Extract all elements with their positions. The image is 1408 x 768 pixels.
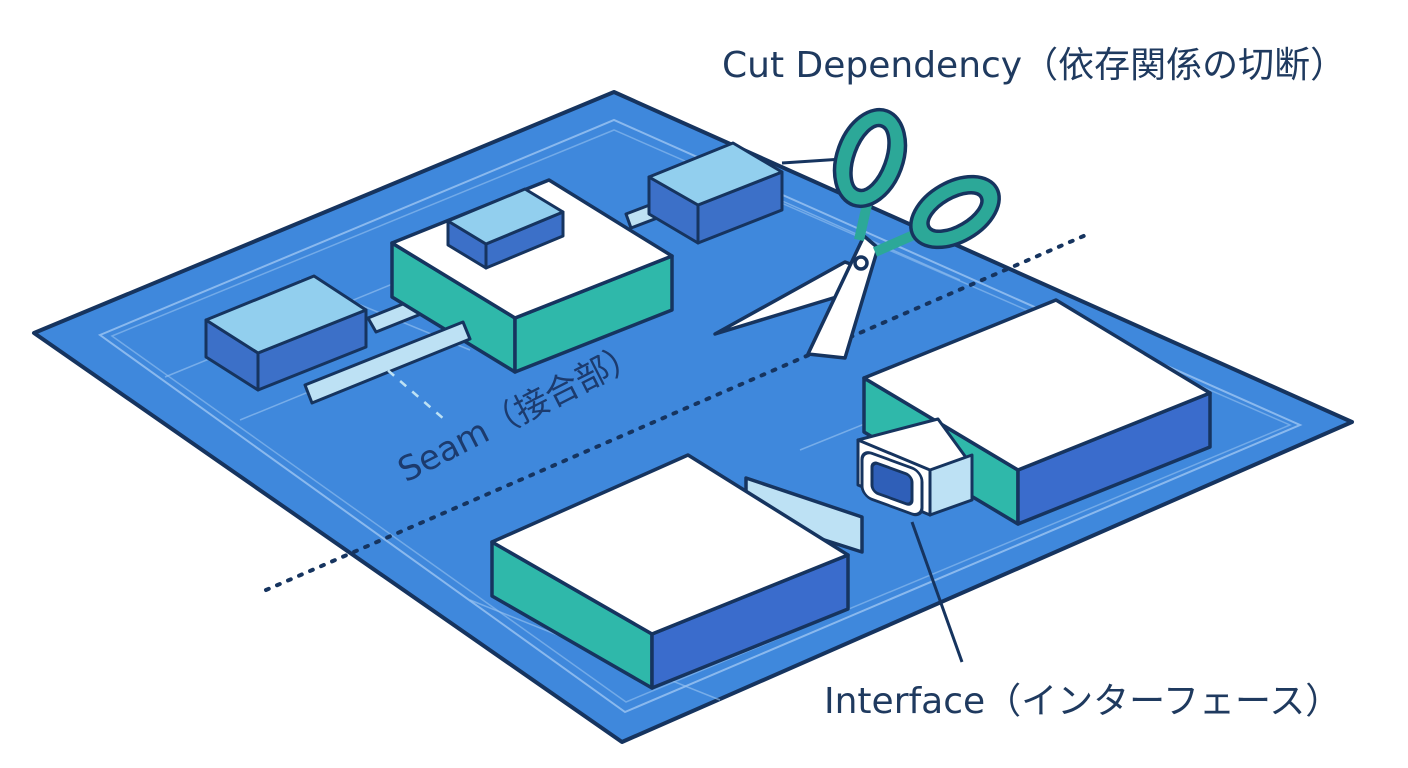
interface-label: Interface（インターフェース） bbox=[824, 681, 1342, 722]
interface-socket bbox=[856, 417, 974, 517]
top-module-block bbox=[446, 187, 565, 270]
right-module bbox=[862, 298, 1212, 526]
board-inner-outline bbox=[97, 118, 1303, 714]
left-block bbox=[204, 274, 368, 392]
interface-pointer-line bbox=[910, 521, 964, 663]
bottom-module bbox=[490, 453, 864, 690]
board-inner-outline-2 bbox=[110, 129, 1292, 703]
cut-pipe bbox=[303, 320, 472, 405]
right-top-block bbox=[647, 141, 784, 245]
seam-line bbox=[264, 233, 1088, 592]
cut-dependency-label: Cut Dependency（依存関係の切断） bbox=[722, 45, 1347, 86]
board bbox=[32, 90, 1354, 744]
scissors-icon bbox=[713, 107, 1001, 360]
